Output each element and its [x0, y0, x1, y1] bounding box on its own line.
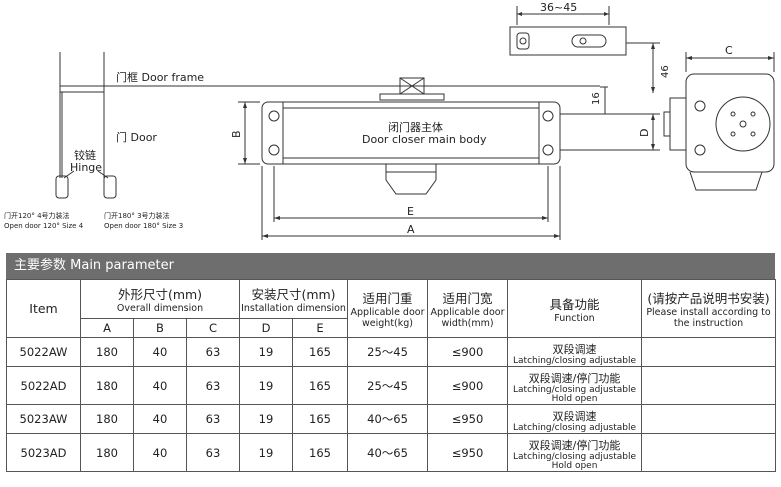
- row-b: 40: [133, 404, 187, 434]
- row-function-zh: 双段调速/停门功能: [528, 439, 621, 452]
- row-function-zh: 双段调速/停门功能: [528, 372, 621, 385]
- row-item: 5023AD: [6, 433, 81, 472]
- hinge-zh-label: 铰链: [74, 148, 96, 162]
- col-install-zh: 安装尺寸(mm): [251, 287, 336, 302]
- row-d: 19: [239, 404, 293, 434]
- dim-top-label: 36~45: [540, 1, 577, 14]
- row-d: 19: [239, 433, 293, 472]
- row-function: 双段调速 Latching/closing adjustable: [507, 337, 643, 367]
- row-b: 40: [133, 433, 187, 472]
- subcol-b: B: [133, 318, 187, 338]
- row-d: 19: [239, 337, 293, 367]
- row-function: 双段调速/停门功能 Latching/closing adjustable Ho…: [507, 366, 643, 405]
- dim-c-label: C: [725, 44, 733, 57]
- col-install-header: 安装尺寸(mm) Installation dimension: [238, 279, 349, 319]
- main-parameter-header: 主要参数 Main parameter: [6, 253, 775, 279]
- row-a: 180: [80, 433, 134, 472]
- dim-a-label: A: [407, 223, 415, 236]
- col-note-header: (请按产品说明书安装) Please install according to …: [641, 279, 777, 338]
- door-frame-label: 门框 Door frame: [116, 70, 204, 84]
- row-b: 40: [133, 337, 187, 367]
- row-function-en: Latching/closing adjustable: [513, 452, 637, 462]
- row-width: ≤900: [427, 337, 509, 367]
- note-120-en: Open door 120° Size 4: [4, 222, 84, 230]
- row-function-zh: 双段调速: [552, 343, 597, 356]
- col-width-en: Applicable door width(mm): [430, 307, 505, 329]
- row-a: 180: [80, 404, 134, 434]
- col-function-header: 具备功能 Function: [507, 279, 643, 338]
- row-function-en: Latching/closing adjustable: [513, 356, 637, 366]
- row-function: 双段调速 Latching/closing adjustable: [507, 404, 643, 434]
- row-weight: 25～45: [347, 366, 429, 405]
- row-item: 5023AW: [6, 404, 81, 434]
- row-function-en-2: Hold open: [551, 394, 598, 404]
- col-note-en: Please install according to the instruct…: [646, 307, 771, 329]
- col-overall-zh: 外形尺寸(mm): [117, 287, 203, 302]
- body-zh-label: 闭门器主体: [388, 120, 443, 134]
- row-weight: 40～65: [347, 404, 429, 434]
- row-c: 63: [186, 404, 240, 434]
- row-function-en-2: Hold open: [551, 461, 598, 471]
- row-weight: 40～65: [347, 433, 429, 472]
- row-function-zh: 双段调速: [552, 410, 597, 423]
- table-row: 5022AW 180 40 63 19 165 25～45 ≤900 双段调速 …: [6, 337, 777, 367]
- row-c: 63: [186, 337, 240, 367]
- row-weight: 25～45: [347, 337, 429, 367]
- row-c: 63: [186, 366, 240, 405]
- col-overall-en: Overall dimension: [116, 303, 204, 314]
- row-function-en: Latching/closing adjustable: [513, 423, 637, 433]
- row-item: 5022AW: [6, 337, 81, 367]
- row-e: 165: [291, 366, 349, 405]
- row-width: ≤900: [427, 366, 509, 405]
- row-width: ≤950: [427, 404, 509, 434]
- row-c: 63: [186, 433, 240, 472]
- main-parameter-table: Item 外形尺寸(mm) Overall dimension 安装尺寸(mm)…: [6, 279, 777, 472]
- col-overall-header: 外形尺寸(mm) Overall dimension: [80, 279, 240, 319]
- row-function-en: Latching/closing adjustable: [513, 385, 637, 395]
- col-note-zh: (请按产品说明书安装): [647, 291, 770, 306]
- row-a: 180: [80, 337, 134, 367]
- row-note: [641, 404, 777, 434]
- hinge-en-label: Hinge: [70, 161, 102, 174]
- body-en-label: Door closer main body: [362, 133, 487, 146]
- row-a: 180: [80, 366, 134, 405]
- row-e: 165: [291, 404, 349, 434]
- table-row: 5022AD 180 40 63 19 165 25～45 ≤900 双段调速/…: [6, 366, 777, 405]
- dim-e-label: E: [407, 205, 414, 218]
- col-weight-header: 适用门重 Applicable door weight(kg): [347, 279, 429, 338]
- row-note: [641, 433, 777, 472]
- door-label: 门 Door: [116, 130, 157, 144]
- subcol-d: D: [239, 318, 293, 338]
- dim-16-label: 16: [591, 92, 602, 105]
- row-e: 165: [291, 433, 349, 472]
- row-note: [641, 366, 777, 405]
- col-function-en: Function: [554, 312, 595, 324]
- row-width: ≤950: [427, 433, 509, 472]
- subcol-c: C: [186, 318, 240, 338]
- row-d: 19: [239, 366, 293, 405]
- table-row: 5023AD 180 40 63 19 165 40～65 ≤950 双段调速/…: [6, 433, 777, 472]
- subcol-e: E: [291, 318, 349, 338]
- row-b: 40: [133, 366, 187, 405]
- dim-b-label: B: [230, 130, 243, 138]
- col-install-en: Installation dimension: [241, 303, 346, 314]
- col-width-header: 适用门宽 Applicable door width(mm): [427, 279, 509, 338]
- col-function-zh: 具备功能: [549, 296, 600, 312]
- row-function: 双段调速/停门功能 Latching/closing adjustable Ho…: [507, 433, 643, 472]
- row-e: 165: [291, 337, 349, 367]
- note-180-en: Open door 180° Size 3: [104, 222, 183, 230]
- col-item-header: Item: [6, 279, 81, 338]
- technical-drawing: 36~45 46 16 C B D E A 门框 Door frame 门 Do…: [4, 1, 775, 240]
- col-width-zh: 适用门宽: [442, 291, 493, 306]
- col-weight-zh: 适用门重: [362, 291, 413, 306]
- note-120-zh: 门开120° 4号力装法: [4, 211, 70, 220]
- subcol-a: A: [80, 318, 134, 338]
- dim-d-label: D: [638, 129, 651, 137]
- row-item: 5022AD: [6, 366, 81, 405]
- dim-46-label: 46: [660, 65, 671, 78]
- note-180-zh: 门开180° 3号力装法: [104, 211, 170, 220]
- table-row: 5023AW 180 40 63 19 165 40～65 ≤950 双段调速 …: [6, 404, 777, 434]
- col-weight-en: Applicable door weight(kg): [350, 307, 425, 329]
- row-note: [641, 337, 777, 367]
